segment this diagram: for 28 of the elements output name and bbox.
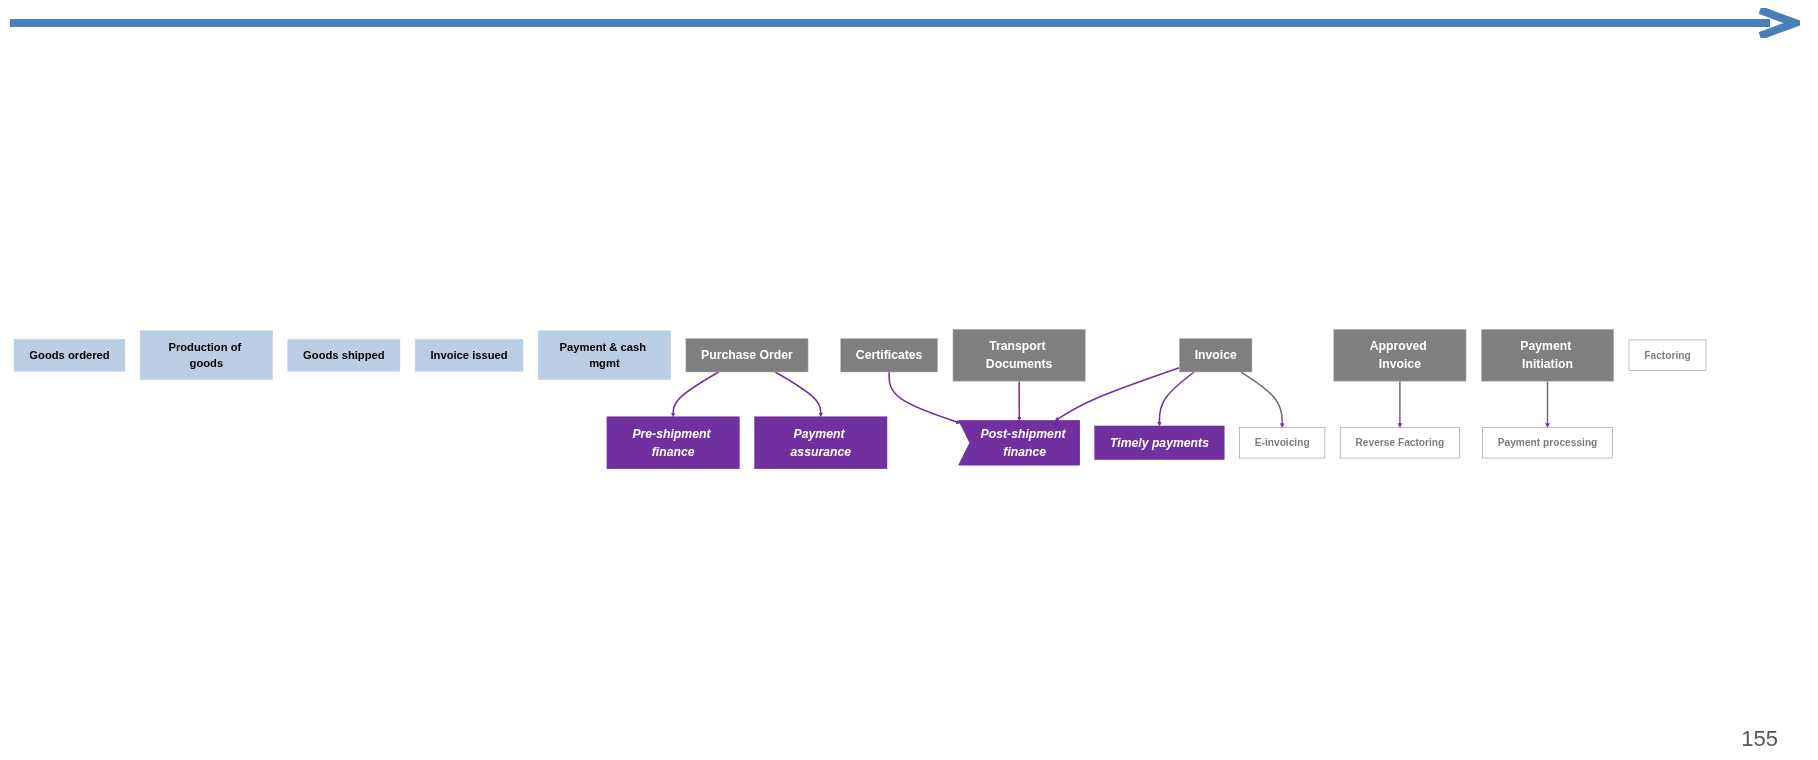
page-number: 155 — [1741, 726, 1778, 752]
node-box: Payment assurance — [754, 416, 888, 469]
node-box: Payment & cash mgmt — [537, 330, 671, 380]
node-box: E-invoicing — [1239, 427, 1326, 459]
node-box: Factoring — [1628, 339, 1707, 371]
arrow — [1240, 371, 1285, 428]
arrow — [888, 371, 961, 424]
node-box: Certificates — [840, 338, 938, 373]
node-box: Invoice — [1179, 338, 1253, 373]
node-box: Payment Initiation — [1481, 329, 1614, 382]
node-box: Pre-shipment finance — [606, 416, 740, 469]
arrow — [1157, 371, 1195, 427]
node-box: Approved Invoice — [1333, 329, 1467, 382]
node-box: Goods ordered — [13, 338, 126, 372]
node-box: Payment processing — [1482, 427, 1613, 459]
node-box: Purchase Order — [685, 338, 809, 373]
arrow — [1054, 367, 1181, 422]
node-box: Reverse Factoring — [1339, 427, 1460, 459]
arrow — [1545, 380, 1550, 428]
arrow — [1017, 380, 1022, 422]
node-box: Timely payments — [1094, 425, 1225, 460]
node-box: Goods shipped — [287, 338, 401, 372]
node-box: Production of goods — [139, 330, 273, 380]
node-box: Transport Documents — [952, 329, 1086, 382]
node-box: Invoice issued — [414, 338, 524, 372]
arrow — [774, 371, 823, 417]
arrow — [1397, 380, 1403, 428]
arrow — [670, 371, 720, 417]
